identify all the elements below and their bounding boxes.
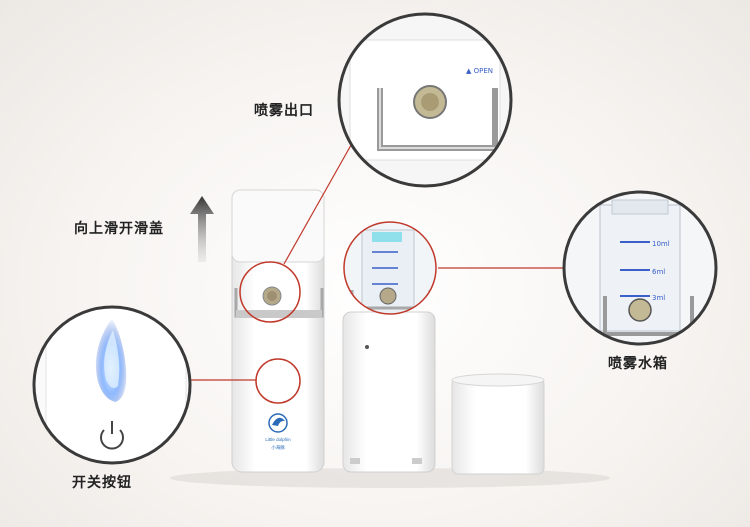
- tank-mark-3ml: 3ml: [652, 294, 665, 302]
- label-spray-outlet: 喷雾出口: [254, 103, 314, 119]
- tank-target-circle: [343, 221, 437, 315]
- callout-lines: [188, 137, 565, 381]
- label-water-tank: 喷雾水箱: [608, 356, 668, 372]
- cover-open-text: ▲ OPEN: [466, 67, 493, 75]
- device-open: [342, 222, 436, 473]
- tank-mark-6ml: 6ml: [652, 268, 665, 276]
- label-power-button: 开关按钮: [72, 475, 132, 491]
- magnifier-water-tank: 10ml 6ml 3ml: [562, 190, 718, 346]
- label-slide-cover: 向上滑开滑盖: [74, 221, 164, 237]
- button-target-circle: [255, 358, 301, 404]
- brand-logo: Little dolphin 小海豚: [265, 413, 291, 451]
- device-closed: Little dolphin 小海豚: [231, 189, 325, 473]
- brand-name-en: Little dolphin: [265, 437, 291, 442]
- magnifier-spray-outlet: ▲ OPEN: [337, 12, 513, 188]
- device-cap: [451, 373, 545, 475]
- brand-name-cn: 小海豚: [271, 444, 285, 451]
- power-icon: [100, 421, 124, 450]
- magnifier-power-button: [32, 305, 192, 465]
- tank-mark-10ml: 10ml: [652, 240, 670, 248]
- outlet-target-circle: [239, 261, 301, 323]
- slide-up-arrow-icon: [190, 196, 214, 262]
